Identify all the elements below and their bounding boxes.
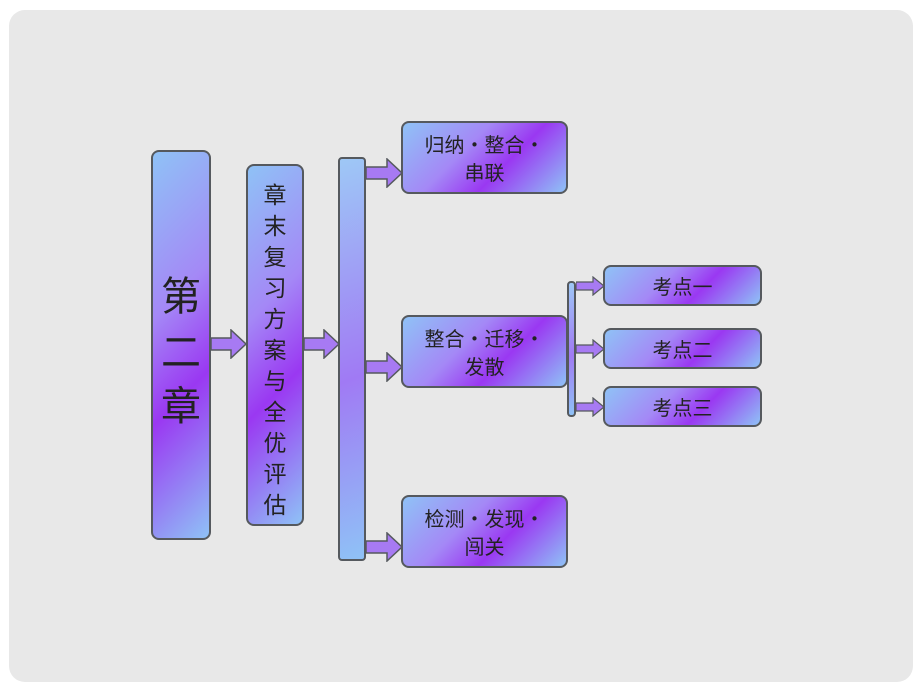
arrow-to-branch-3 xyxy=(366,532,403,562)
branch-line1: 检测・发现・ xyxy=(424,507,545,531)
arrow-to-branch-1 xyxy=(366,158,403,188)
summary-char: 与 xyxy=(263,369,287,395)
summary-char: 方 xyxy=(263,307,287,333)
branch-line1: 归纳・整合・ xyxy=(424,133,545,157)
branch-line2: 发散 xyxy=(464,355,505,379)
chapter-char: 第 xyxy=(161,274,201,320)
arrow-to-branch-2 xyxy=(366,352,403,382)
chapter-char: 二 xyxy=(161,330,201,376)
arrow-to-point-2 xyxy=(576,339,605,359)
point-label: 考点三 xyxy=(652,396,713,420)
points-connector-bar xyxy=(567,281,576,417)
summary-box: 章 末 复 习 方 案 与 全 优 评 估 xyxy=(246,164,304,526)
point-label: 考点一 xyxy=(652,275,713,299)
branch-box-3: 检测・发现・ 闯关 xyxy=(401,495,568,568)
summary-char: 末 xyxy=(263,214,287,240)
point-box-2: 考点二 xyxy=(603,328,762,369)
summary-char: 全 xyxy=(263,400,287,426)
branch-box-2: 整合・迁移・ 发散 xyxy=(401,315,568,388)
summary-char: 优 xyxy=(263,431,287,457)
connector-bar xyxy=(338,157,366,561)
chapter-char: 章 xyxy=(161,384,201,430)
point-label: 考点二 xyxy=(652,338,713,362)
arrow-to-point-1 xyxy=(576,276,605,296)
point-box-1: 考点一 xyxy=(603,265,762,306)
branch-line2: 闯关 xyxy=(464,535,505,559)
chapter-box: 第 二 章 xyxy=(151,150,211,540)
branch-line2: 串联 xyxy=(464,161,505,185)
summary-char: 案 xyxy=(263,338,287,364)
arrow-to-point-3 xyxy=(576,397,605,417)
point-box-3: 考点三 xyxy=(603,386,762,427)
branch-line1: 整合・迁移・ xyxy=(424,327,545,351)
summary-char: 习 xyxy=(263,276,287,302)
summary-char: 章 xyxy=(263,183,287,209)
arrow-chapter-to-summary xyxy=(211,329,247,359)
arrow-summary-to-bar xyxy=(304,329,340,359)
summary-char: 评 xyxy=(263,462,287,488)
branch-box-1: 归纳・整合・ 串联 xyxy=(401,121,568,194)
summary-char: 复 xyxy=(263,245,287,271)
summary-char: 估 xyxy=(263,493,287,519)
